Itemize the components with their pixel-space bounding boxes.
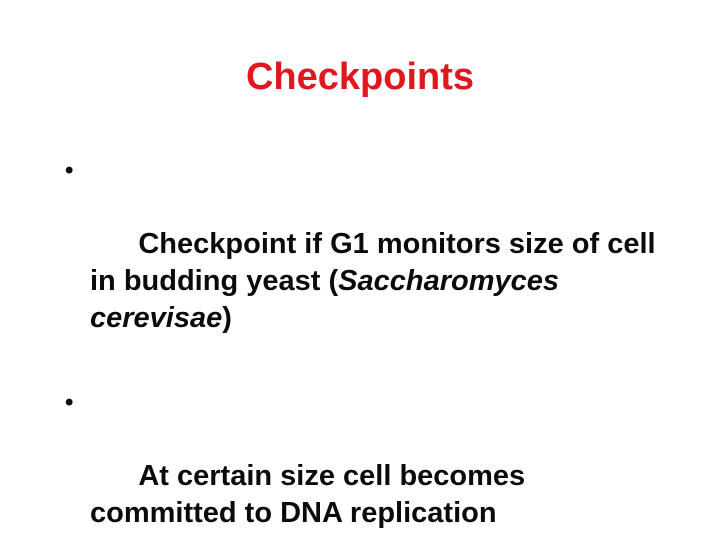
bullet-text-post: ): [222, 302, 232, 334]
bullet-text: At certain size cell becomes committed t…: [90, 460, 526, 529]
bullet-item: • Checkpoint if G1 monitors size of cell…: [65, 152, 665, 374]
bullet-marker-icon: •: [65, 389, 74, 416]
bullet-list: • Checkpoint if G1 monitors size of cell…: [65, 152, 665, 540]
slide-title: Checkpoints: [245, 56, 475, 98]
bullet-text: Checkpoint if G1 monitors size of cell i…: [90, 228, 656, 297]
bullet-item: • At certain size cell becomes committed…: [65, 384, 665, 540]
bullet-text-italic: Saccharomyces cerevisae: [90, 265, 559, 334]
bullet-marker-icon: •: [65, 157, 74, 184]
